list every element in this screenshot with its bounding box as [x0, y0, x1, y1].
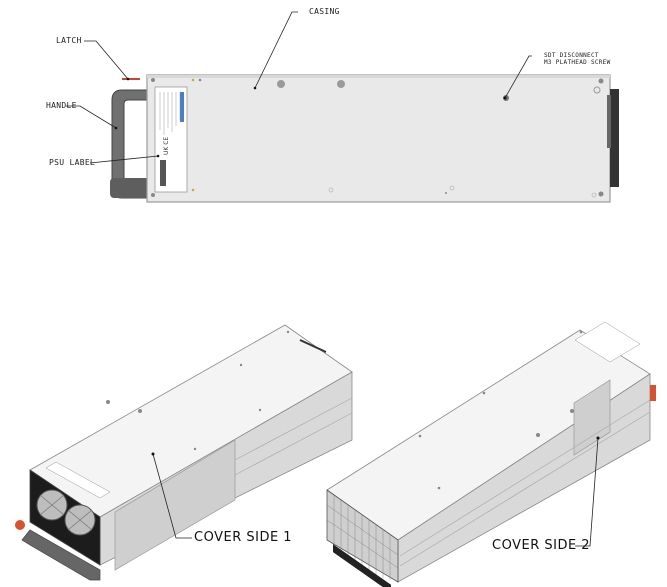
top-view: UK CE — [66, 11, 619, 203]
callout-cover-side-2: COVER SIDE 2 — [492, 538, 591, 553]
cover-side-2-panel — [573, 379, 611, 456]
callout-psu-label: PSU LABEL — [49, 158, 96, 167]
callout-cover-side-1: COVER SIDE 1 — [194, 530, 293, 545]
callout-screw: SDT DISCONNECT M3 PLATHEAD SCREW — [544, 52, 611, 66]
callout-screw-line1: SDT DISCONNECT — [544, 52, 599, 59]
callout-casing: CASING — [309, 7, 340, 16]
svg-text:UK CE: UK CE — [163, 137, 170, 155]
iso-view-2 — [326, 321, 656, 587]
casing-body — [146, 74, 611, 203]
callout-latch: LATCH — [56, 36, 82, 45]
callout-screw-line2: M3 PLATHEAD SCREW — [544, 59, 611, 66]
iso-view-1 — [15, 324, 353, 581]
rear-connector — [610, 89, 619, 187]
cover-side-1-panel — [114, 439, 236, 571]
callout-handle: HANDLE — [46, 101, 77, 110]
